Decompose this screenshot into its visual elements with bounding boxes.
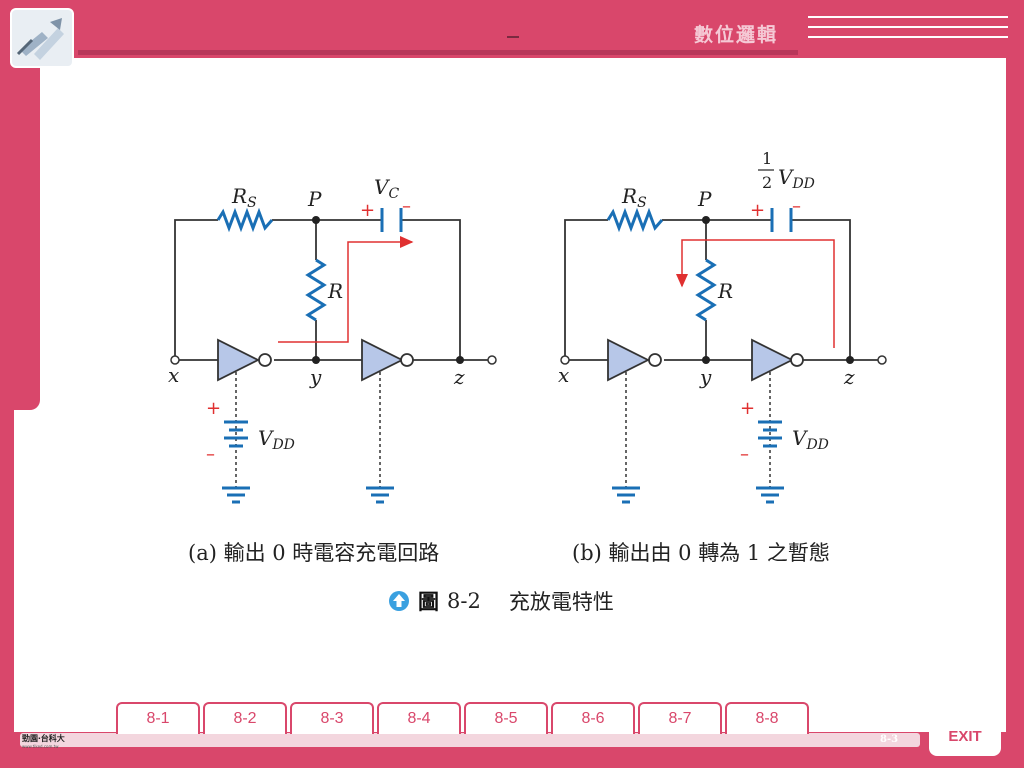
tab-8-8[interactable]: 8-8 (725, 702, 809, 734)
svg-text:VDD: VDD (792, 426, 829, 453)
tab-8-7[interactable]: 8-7 (638, 702, 722, 734)
svg-text:2: 2 (762, 173, 772, 192)
inverter-gate-b2 (751, 338, 804, 382)
svg-text:R: R (327, 279, 343, 303)
chapter-tabs: 8-1 8-2 8-3 8-4 8-5 8-6 8-7 8-8 (116, 702, 809, 734)
header-divider (78, 50, 798, 55)
tab-8-5[interactable]: 8-5 (464, 702, 548, 734)
ground-symbol-b1 (612, 486, 640, 504)
svg-text:VC: VC (374, 175, 399, 202)
caption-b: (b) 輸出由 0 轉為 1 之暫態 (572, 541, 830, 565)
content-panel (40, 58, 1006, 732)
book-logo (10, 8, 74, 68)
ground-symbol-a1 (222, 486, 250, 504)
figure-title-row: 圖 8-2 充放電特性 (388, 586, 614, 616)
footer-bar (20, 733, 920, 747)
svg-text:VDD: VDD (778, 165, 815, 192)
tab-8-3[interactable]: 8-3 (290, 702, 374, 734)
svg-text:–: – (402, 196, 411, 217)
current-path-arrow-b (676, 239, 835, 348)
current-path-arrow-a (278, 236, 414, 343)
tab-8-1[interactable]: 8-1 (116, 702, 200, 734)
frame-left (0, 0, 40, 410)
header-dash (507, 36, 519, 38)
svg-text:+: + (750, 200, 765, 221)
battery-vdd-a (224, 420, 248, 448)
resistor-r (305, 258, 327, 322)
resistor-rs-b (606, 207, 664, 233)
resistor-rs (216, 207, 274, 233)
svg-text:P: P (307, 187, 322, 211)
frame-left-lower (0, 400, 14, 768)
exit-button[interactable]: EXIT (929, 716, 1001, 756)
ground-symbol-a2 (366, 486, 394, 504)
svg-text:RS: RS (621, 184, 647, 211)
svg-text:P: P (697, 187, 712, 211)
svg-text:+: + (740, 398, 755, 419)
svg-text:z: z (453, 365, 465, 389)
tab-8-4[interactable]: 8-4 (377, 702, 461, 734)
charge-discharge-circuit-diagram: RS P R VC VDD x y z + – + – (168, 150, 887, 504)
svg-text:x: x (558, 363, 569, 387)
svg-text:y: y (309, 365, 322, 389)
svg-text:+: + (206, 398, 221, 419)
svg-text:z: z (843, 365, 855, 389)
svg-text:y: y (699, 365, 712, 389)
svg-text:VDD: VDD (258, 426, 295, 453)
tab-8-2[interactable]: 8-2 (203, 702, 287, 734)
inverter-gate-2 (361, 338, 414, 382)
figure-number: 8-2 (447, 589, 481, 613)
title-decoration-lines (808, 14, 1008, 44)
publisher-brand: 勁園‧台科大 www.tiked.com.tw (22, 734, 65, 749)
caption-a: (a) 輸出 0 時電容充電回路 (188, 541, 440, 565)
resistor-r-b (695, 258, 717, 322)
circuit-b: RS P R 1 2 VDD VDD x y z + – + – (558, 150, 887, 504)
inverter-gate-1 (217, 338, 272, 382)
figure-title: 充放電特性 (508, 590, 614, 614)
course-title: 數位邏輯 (694, 24, 779, 46)
pen-book-icon (16, 18, 64, 60)
svg-text:–: – (206, 444, 215, 465)
battery-vdd-b (758, 420, 782, 448)
inverter-gate-b1 (607, 338, 662, 382)
svg-text:R: R (717, 279, 733, 303)
figure-label: 圖 (418, 589, 439, 614)
svg-text:–: – (792, 196, 801, 217)
svg-text:–: – (740, 444, 749, 465)
tab-8-6[interactable]: 8-6 (551, 702, 635, 734)
svg-text:RS: RS (231, 184, 257, 211)
capacitor-vc (380, 208, 403, 232)
svg-text:x: x (168, 363, 179, 387)
page-number: 8-3 (880, 734, 899, 745)
up-arrow-icon (389, 591, 409, 611)
circuit-a: RS P R VC VDD x y z + – + – (168, 175, 497, 504)
capacitor-half-vdd (770, 208, 793, 232)
svg-text:1: 1 (762, 150, 772, 168)
frame-top (0, 0, 1024, 58)
svg-text:+: + (360, 200, 375, 221)
ground-symbol-b2 (756, 486, 784, 504)
